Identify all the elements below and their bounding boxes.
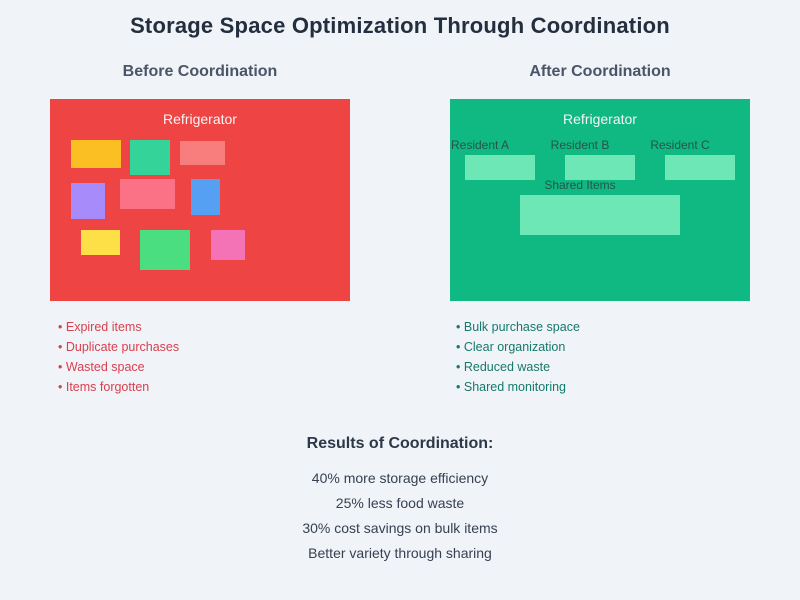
resident-c-label: Resident C (650, 138, 710, 152)
food-item (71, 183, 105, 219)
after-section-heading: After Coordination (529, 63, 671, 80)
resident-b-label: Resident B (550, 138, 610, 152)
food-item (180, 141, 225, 165)
resident-c-shelf (665, 155, 735, 180)
resident-a-label: Resident A (450, 138, 510, 152)
shared-items-shelf (520, 195, 680, 235)
food-item (120, 179, 175, 209)
bullet-item: Duplicate purchases (58, 337, 179, 357)
results-line: 30% cost savings on bulk items (302, 520, 498, 536)
bullet-item: Reduced waste (456, 357, 580, 377)
page-title: Storage Space Optimization Through Coord… (130, 13, 670, 38)
results-line: 40% more storage efficiency (311, 470, 489, 486)
results-line: 25% less food waste (335, 495, 465, 511)
food-item (81, 230, 120, 255)
bullet-item: Expired items (58, 317, 179, 337)
after-refrigerator-box: Refrigerator Resident A Resident B Resid… (450, 99, 750, 301)
food-item (191, 179, 220, 215)
food-item (140, 230, 190, 270)
after-bullet-list: Bulk purchase space Clear organization R… (456, 317, 580, 397)
after-refrigerator-label: Refrigerator (563, 111, 637, 127)
bullet-item: Shared monitoring (456, 377, 580, 397)
results-heading: Results of Coordination: (306, 435, 494, 452)
before-refrigerator-label: Refrigerator (163, 111, 237, 127)
resident-a-shelf (465, 155, 535, 180)
before-refrigerator-box: Refrigerator (50, 99, 350, 301)
food-item (211, 230, 245, 260)
before-bullet-list: Expired items Duplicate purchases Wasted… (58, 317, 179, 397)
shared-items-label: Shared Items (544, 178, 616, 192)
bullet-item: Items forgotten (58, 377, 179, 397)
food-item (71, 140, 121, 168)
bullet-item: Clear organization (456, 337, 580, 357)
food-item (130, 140, 170, 175)
bullet-item: Bulk purchase space (456, 317, 580, 337)
results-section: Results of Coordination: 40% more storag… (0, 435, 800, 566)
bullet-item: Wasted space (58, 357, 179, 377)
results-line: Better variety through sharing (308, 545, 492, 561)
before-section-heading: Before Coordination (122, 63, 278, 80)
resident-b-shelf (565, 155, 635, 180)
